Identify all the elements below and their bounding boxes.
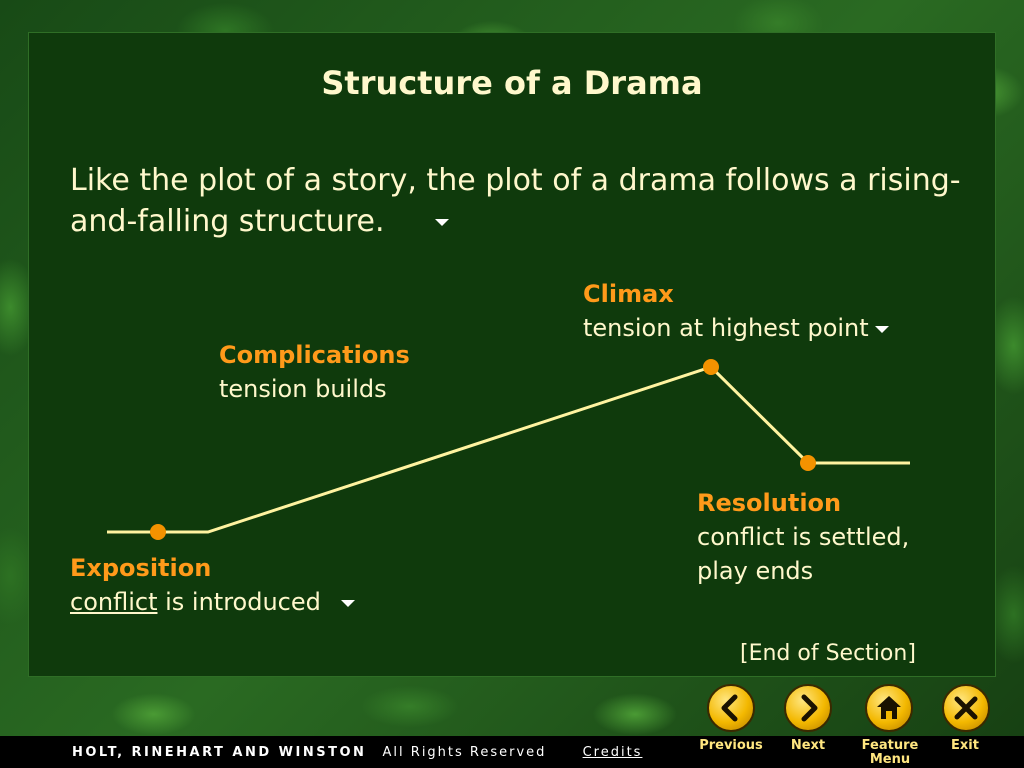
exposition-point bbox=[150, 524, 166, 540]
triangle-down-icon[interactable] bbox=[874, 325, 889, 333]
next-button[interactable] bbox=[784, 684, 832, 732]
rights-text: All Rights Reserved bbox=[382, 745, 547, 760]
credits-link[interactable]: Credits bbox=[582, 745, 643, 760]
complications-heading: Complications bbox=[219, 341, 410, 369]
footer-text: HOLT, RINEHART AND WINSTON All Rights Re… bbox=[72, 745, 642, 760]
exposition-heading: Exposition bbox=[70, 554, 212, 582]
intro-text: Like the plot of a story, the plot of a … bbox=[70, 160, 1000, 242]
complications-label: Complications tension builds bbox=[219, 338, 410, 406]
climax-description-row: tension at highest point bbox=[583, 311, 889, 345]
footer-bar bbox=[0, 736, 1024, 768]
resolution-description-line2: play ends bbox=[697, 557, 814, 585]
exposition-label: Exposition conflict is introduced bbox=[70, 551, 355, 619]
climax-label: Climax tension at highest point bbox=[583, 277, 889, 345]
next-label[interactable]: Next bbox=[790, 738, 826, 753]
previous-label[interactable]: Previous bbox=[699, 738, 763, 753]
resolution-label: Resolution conflict is settled, play end… bbox=[697, 486, 909, 588]
exit-button[interactable] bbox=[942, 684, 990, 732]
exposition-description: is introduced bbox=[157, 588, 321, 616]
close-icon bbox=[954, 696, 978, 720]
chevron-left-icon bbox=[721, 694, 738, 722]
feature-menu-label-line2[interactable]: Menu bbox=[869, 752, 911, 767]
conflict-term[interactable]: conflict bbox=[70, 588, 158, 616]
resolution-point bbox=[800, 455, 816, 471]
resolution-description-line1: conflict is settled, bbox=[697, 523, 910, 551]
resolution-heading: Resolution bbox=[697, 489, 842, 517]
slide-title: Structure of a Drama bbox=[321, 64, 703, 102]
feature-menu-label[interactable]: Feature Menu bbox=[852, 739, 928, 767]
chevron-right-icon bbox=[801, 694, 818, 722]
feature-menu-button[interactable] bbox=[865, 684, 913, 732]
climax-heading: Climax bbox=[583, 280, 674, 308]
content-panel bbox=[28, 32, 996, 677]
triangle-down-icon[interactable] bbox=[340, 599, 355, 607]
climax-point bbox=[703, 359, 719, 375]
home-icon bbox=[877, 696, 901, 719]
complications-description: tension builds bbox=[219, 375, 387, 403]
end-of-section-link[interactable]: [End of Section] bbox=[740, 641, 916, 666]
exit-label[interactable]: Exit bbox=[951, 738, 979, 753]
triangle-down-icon[interactable] bbox=[434, 219, 449, 226]
intro-sentence: Like the plot of a story, the plot of a … bbox=[70, 163, 961, 239]
climax-description: tension at highest point bbox=[583, 314, 869, 342]
exposition-description-row: conflict is introduced bbox=[70, 585, 355, 619]
publisher-name: HOLT, RINEHART AND WINSTON bbox=[72, 745, 367, 760]
feature-menu-label-line1[interactable]: Feature bbox=[861, 738, 919, 753]
previous-button[interactable] bbox=[707, 684, 755, 732]
